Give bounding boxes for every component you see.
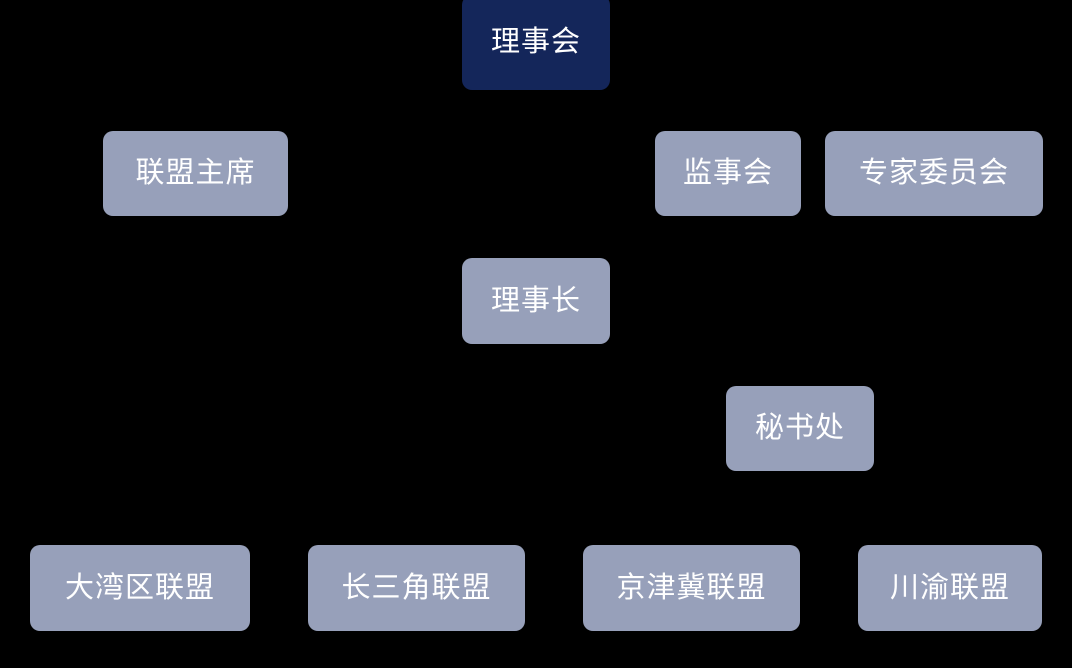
- org-node-label: 专家委员会: [858, 157, 1009, 189]
- org-node-expert-committee[interactable]: 专家委员会: [825, 131, 1043, 216]
- org-node-board-president[interactable]: 理事长: [462, 258, 610, 344]
- org-node-supervisory-board[interactable]: 监事会: [655, 131, 801, 216]
- org-node-board[interactable]: 理事会: [462, 0, 610, 90]
- org-node-chuanyu-alliance[interactable]: 川渝联盟: [858, 545, 1042, 631]
- org-node-beijing-tianjin-hebei-alliance[interactable]: 京津冀联盟: [583, 545, 800, 631]
- org-node-label: 理事长: [490, 284, 581, 317]
- org-node-secretariat[interactable]: 秘书处: [726, 386, 874, 471]
- org-node-label: 大湾区联盟: [64, 571, 215, 604]
- org-node-label: 秘书处: [754, 412, 845, 444]
- org-node-label: 川渝联盟: [889, 571, 1010, 604]
- org-node-label: 联盟主席: [135, 157, 256, 189]
- org-node-label: 京津冀联盟: [616, 571, 767, 604]
- org-node-greater-bay-area-alliance[interactable]: 大湾区联盟: [30, 545, 250, 631]
- org-node-label: 监事会: [682, 157, 773, 189]
- org-node-label: 理事会: [490, 26, 581, 58]
- org-node-alliance-chairman[interactable]: 联盟主席: [103, 131, 288, 216]
- org-node-label: 长三角联盟: [341, 571, 492, 604]
- org-node-yangtze-delta-alliance[interactable]: 长三角联盟: [308, 545, 525, 631]
